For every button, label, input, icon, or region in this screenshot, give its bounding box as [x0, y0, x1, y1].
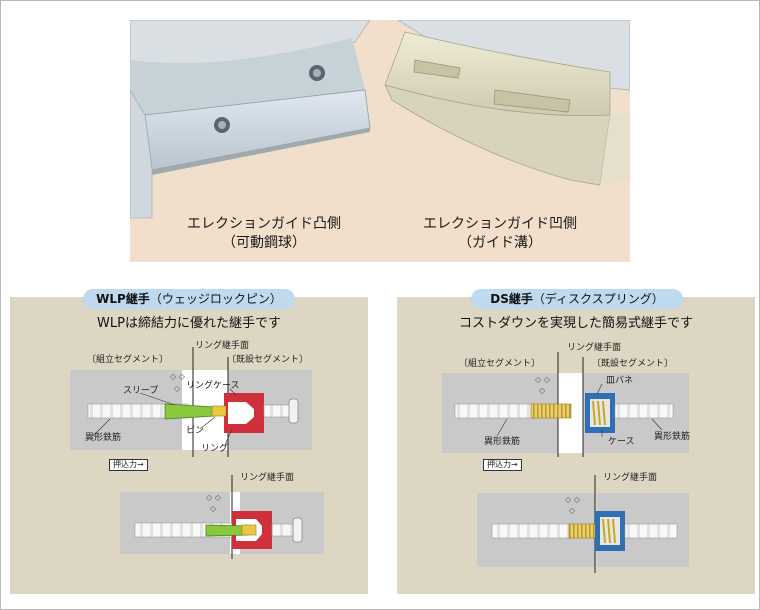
threaded-bolt: [530, 403, 572, 419]
svg-text:◇: ◇: [539, 386, 546, 395]
disc-spring: [592, 400, 606, 426]
ds-label-existing-segment: 〔既設セグメント〕: [592, 359, 674, 369]
rebar-anchor-head: [288, 398, 299, 424]
guide-groove: [413, 59, 461, 79]
wlp-label-ring-joint-face: リング継手面: [195, 341, 250, 351]
ds-diagram: ◇ ◇ ◇ ◇ ◇ ◇: [442, 352, 689, 573]
wlp-diagram: ◇ ◇ ◇ ◇ ◇ ◇: [70, 347, 324, 559]
wlp-label-ring-joint-face-2: リング継手面: [240, 473, 295, 483]
ds-label-deformed-rebar-left: 異形鉄筋: [484, 437, 521, 447]
caption-convex-side: エレクションガイド凸側 （可動鋼球）: [187, 216, 341, 251]
ds-label-deformed-rebar-right: 異形鉄筋: [654, 432, 691, 442]
ds-press-force-box: 押込力→: [483, 459, 522, 471]
deformed-rebar: [454, 403, 536, 419]
ds-label-ring-joint-face-2: リング継手面: [603, 473, 658, 483]
wlp-title-pill: WLP継手（ウェッジロックピン）: [83, 289, 295, 309]
svg-text:◇ ◇: ◇ ◇: [565, 495, 581, 504]
svg-text:◇: ◇: [569, 506, 576, 515]
wlp-label-sleeve: スリーブ: [123, 386, 159, 396]
ds-subtitle: コストダウンを実現した簡易式継手です: [458, 316, 693, 331]
pin: [211, 405, 227, 417]
ds-label-assembled-segment: 〔組立セグメント〕: [459, 359, 541, 369]
svg-text:◇ ◇: ◇ ◇: [206, 493, 222, 502]
svg-text:◇ ◇: ◇ ◇: [170, 372, 186, 381]
svg-text:◇ ◇: ◇ ◇: [535, 375, 551, 384]
wlp-label-deformed-rebar: 異形鉄筋: [85, 433, 122, 443]
svg-text:◇: ◇: [174, 384, 181, 393]
ds-label-disc-spring: 皿バネ: [606, 376, 634, 386]
ds-label-case: ケース: [608, 437, 635, 447]
wlp-label-pin: ピン: [186, 426, 205, 436]
sleeve: [164, 403, 216, 420]
guide-groove: [493, 89, 571, 113]
svg-text:◇: ◇: [210, 504, 217, 513]
ds-title-pill: DS継手（ディスクスプリング）: [471, 289, 683, 309]
wlp-subtitle: WLPは締結力に優れた継手です: [97, 316, 281, 331]
wlp-label-existing-segment: 〔既設セグメント〕: [227, 355, 309, 365]
wlp-label-ring: リング: [201, 444, 229, 454]
wlp-label-ring-case: リングケース: [186, 381, 240, 391]
erection-guide-illustration: [130, 20, 630, 262]
ds-label-ring-joint-face: リング継手面: [567, 343, 622, 353]
caption-concave-side: エレクションガイド凹側 （ガイド溝）: [423, 216, 577, 251]
wlp-label-assembled-segment: 〔組立セグメント〕: [87, 355, 169, 365]
wlp-press-force-box: 押込力→: [109, 459, 148, 471]
erection-guide-photo: エレクションガイド凸側 （可動鋼球） エレクションガイド凹側 （ガイド溝）: [130, 20, 630, 262]
